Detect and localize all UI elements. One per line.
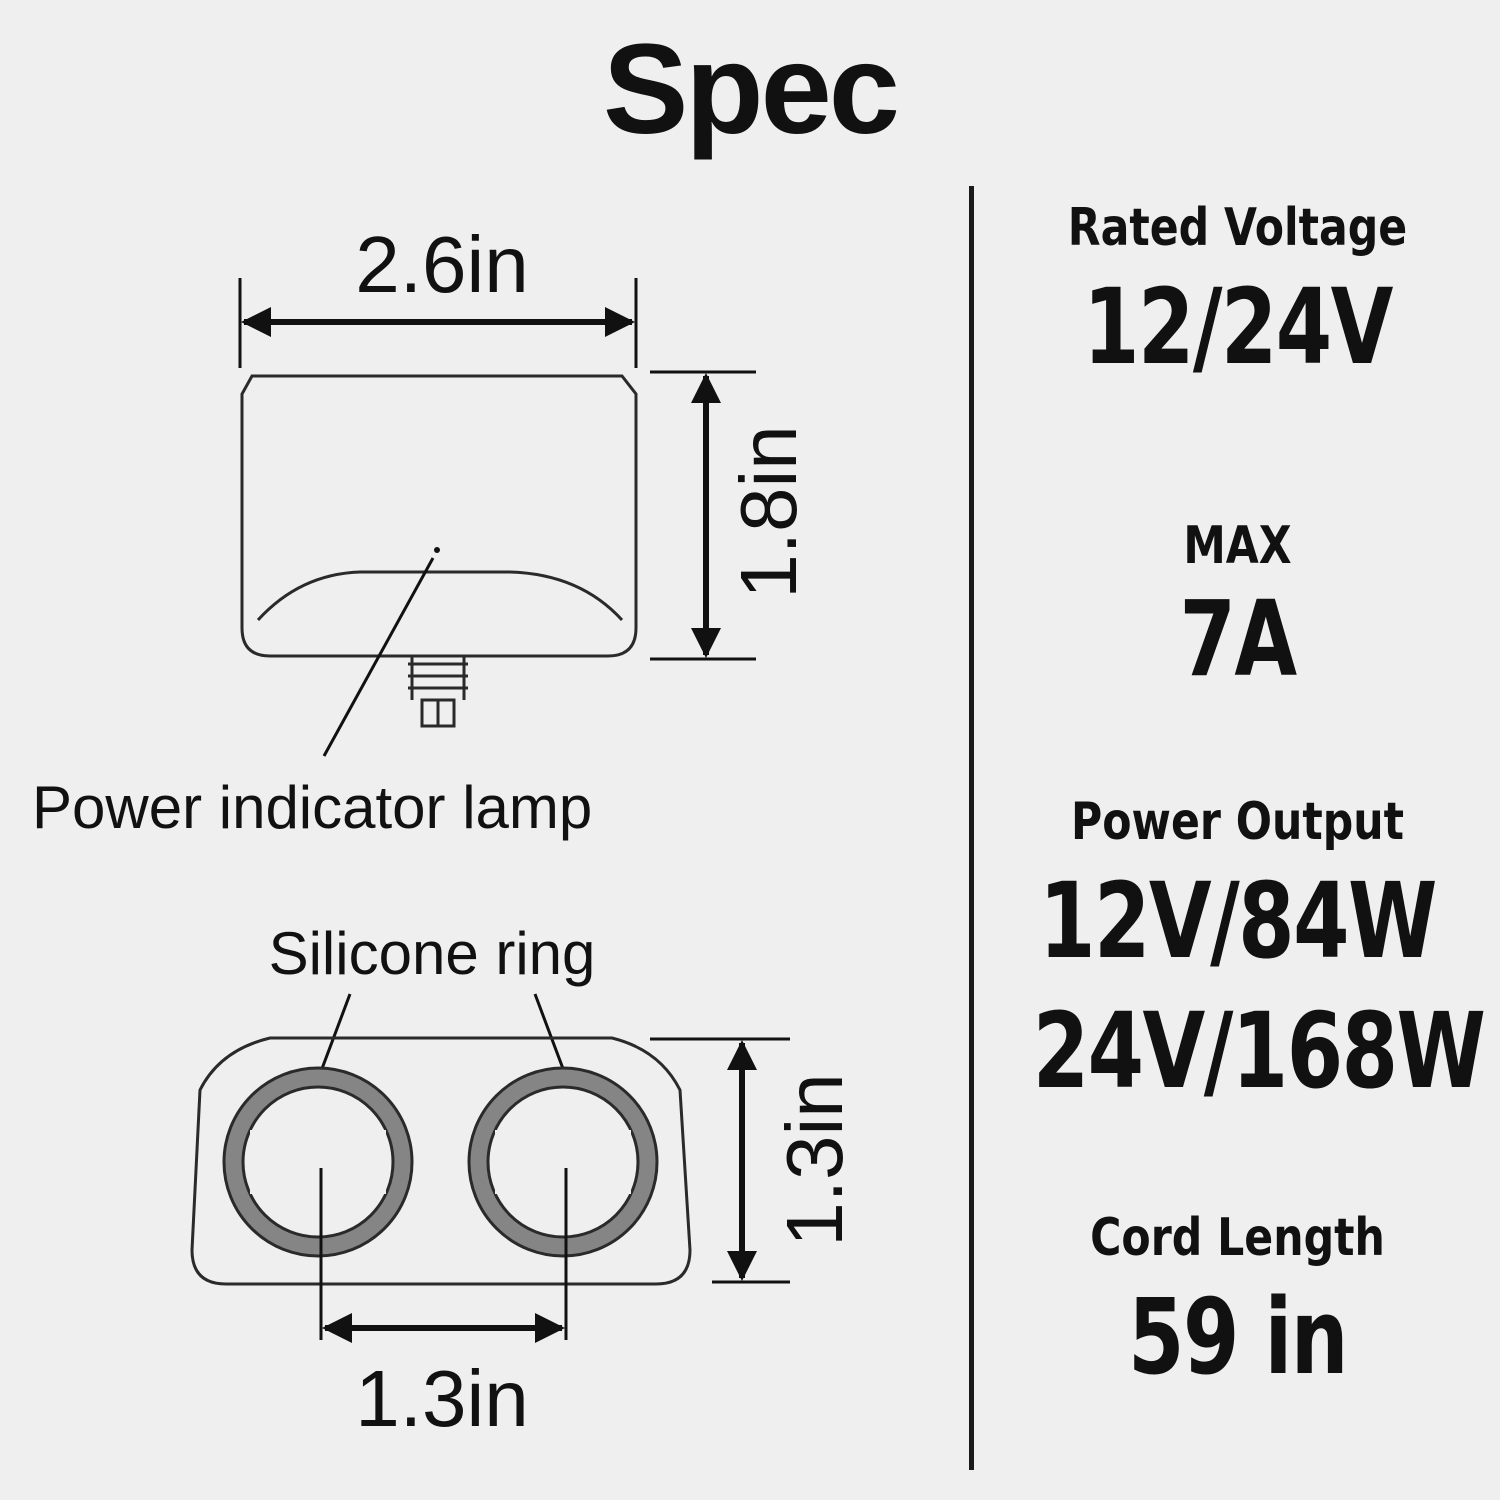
device-body-top-view [240, 374, 638, 658]
page-title: Spec [603, 18, 900, 161]
max-current-label: MAX [1183, 516, 1292, 576]
indicator-lamp-dot [434, 547, 440, 553]
lamp-callout-leader [322, 557, 435, 757]
column-divider [969, 186, 974, 1470]
top-view: 2.6in 1.8in Power indicator lamp [32, 220, 813, 841]
socket-left [222, 1066, 414, 1340]
device-bump-outline [256, 570, 624, 622]
connector [408, 656, 468, 728]
front-view: Silicone ring 1.3in [190, 920, 859, 1443]
rated-voltage-label: Rated Voltage [1067, 198, 1408, 258]
height-label: 1.8in [724, 425, 813, 598]
power-output-label: Power Output [1071, 792, 1404, 852]
rated-voltage-value: 12/24V [1083, 266, 1393, 388]
power-output-value-12v: 12V/84W [1039, 860, 1437, 982]
ring-callout-leader-right [533, 993, 567, 1075]
cord-length-label: Cord Length [1090, 1208, 1385, 1268]
width-label: 2.6in [355, 220, 528, 309]
front-height-label: 1.3in [770, 1073, 859, 1246]
cord-length-value: 59 in [1128, 1276, 1348, 1398]
socket-right [467, 1066, 659, 1340]
product-diagram: 2.6in 1.8in Power indicator lamp Silicon… [32, 220, 859, 1443]
max-current-value: 7A [1179, 578, 1297, 700]
lamp-callout-label: Power indicator lamp [32, 774, 592, 841]
power-output-value-24v: 24V/168W [1032, 990, 1486, 1112]
spec-column: Rated Voltage 12/24V MAX 7A Power Output… [975, 0, 1500, 1500]
device-body-front-view [190, 1036, 692, 1286]
spacing-label: 1.3in [355, 1354, 528, 1443]
ring-callout-leader-left [318, 993, 352, 1075]
ring-callout-label: Silicone ring [269, 920, 596, 987]
